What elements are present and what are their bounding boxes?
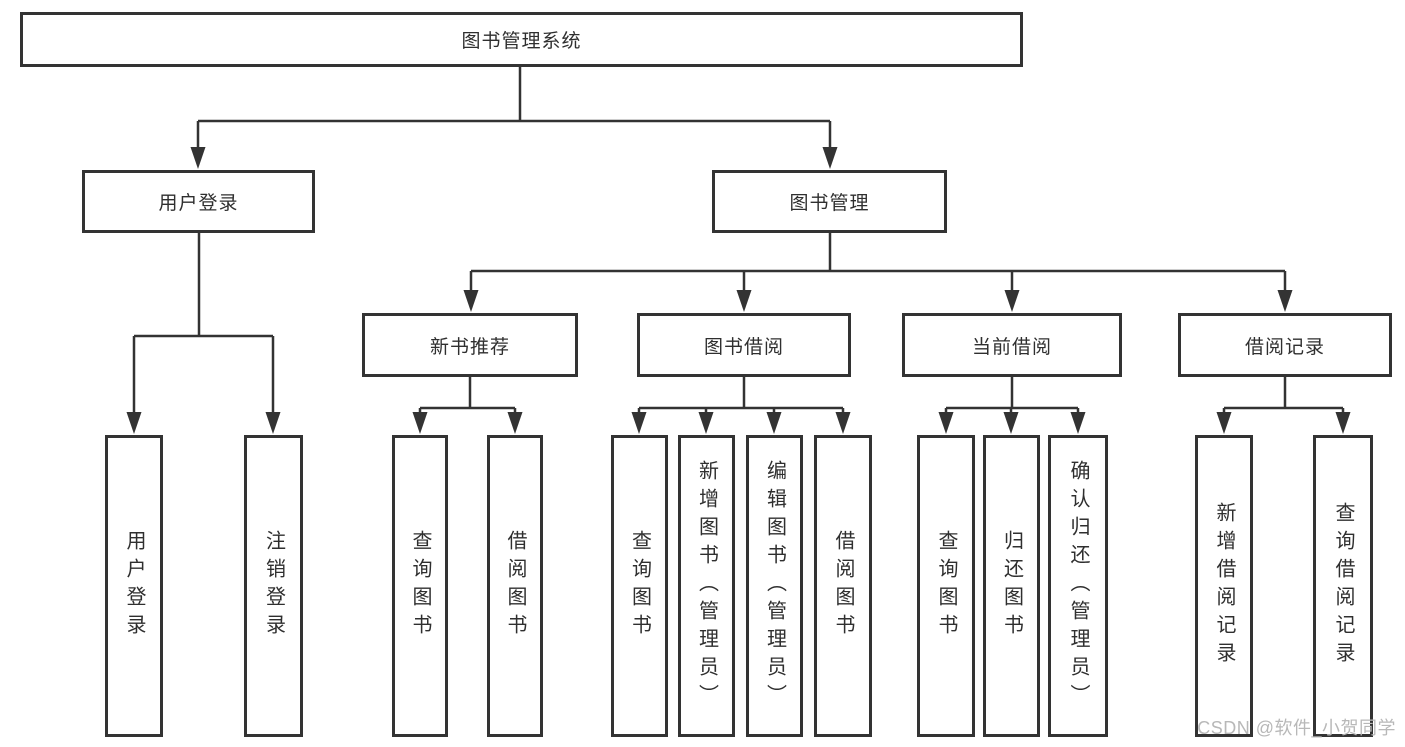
connector-book-mgmt	[469, 233, 1287, 293]
leaf-newbook-query-books: 查询图书	[392, 435, 448, 737]
leaf-current-query-books: 查询图书	[917, 435, 975, 737]
node-book-management: 图书管理	[712, 170, 947, 233]
arrowhead	[938, 412, 954, 434]
arrowhead	[631, 412, 647, 434]
connector-current-borrow	[944, 377, 1080, 416]
leaf-label: 新增借阅记录	[1213, 502, 1235, 670]
connector-new-book-rec	[418, 377, 517, 416]
leaf-label: 借阅图书	[504, 530, 526, 642]
csdn-watermark: CSDN @软件_小贺同学	[1197, 718, 1396, 738]
leaf-label: 用户登录	[123, 530, 145, 642]
arrowhead	[835, 412, 851, 434]
node-label: 用户登录	[158, 193, 239, 214]
node-book-management-system: 图书管理系统	[20, 12, 1023, 67]
node-book-borrowing: 图书借阅	[637, 313, 851, 377]
arrowhead	[1004, 290, 1020, 312]
leaf-label: 查询图书	[935, 530, 957, 642]
node-label: 当前借阅	[971, 336, 1052, 358]
node-user-login: 用户登录	[82, 170, 315, 233]
node-current-borrowing: 当前借阅	[902, 313, 1122, 377]
arrowhead	[463, 290, 479, 312]
leaf-current-confirm-return-admin: 确认归还（管理员）	[1048, 435, 1108, 737]
node-label: 新书推荐	[429, 336, 510, 358]
leaf-borrow-borrow-books: 借阅图书	[814, 435, 872, 737]
arrowhead	[1277, 290, 1293, 312]
arrowhead	[822, 147, 838, 169]
arrowhead	[412, 412, 428, 434]
leaf-logout: 注销登录	[244, 435, 303, 737]
node-label: 图书管理系统	[461, 31, 582, 52]
connector-root	[196, 67, 832, 150]
arrowhead	[1216, 412, 1232, 434]
leaf-label: 借阅图书	[832, 530, 854, 642]
leaf-current-return-books: 归还图书	[983, 435, 1040, 737]
arrowhead	[190, 147, 206, 169]
leaf-user-login: 用户登录	[105, 435, 163, 737]
leaf-label: 注销登录	[262, 530, 285, 642]
arrowhead	[265, 412, 281, 434]
connector-book-borrow	[637, 377, 845, 416]
connector-borrow-record	[1222, 377, 1345, 416]
arrowhead	[1335, 412, 1351, 434]
leaf-borrow-query-books: 查询图书	[611, 435, 668, 737]
leaf-label: 新增图书（管理员）	[695, 460, 718, 712]
leaf-newbook-borrow-books: 借阅图书	[487, 435, 543, 737]
leaf-label: 查询图书	[628, 530, 651, 642]
node-label: 借阅记录	[1244, 336, 1325, 358]
leaf-label: 归还图书	[1000, 530, 1023, 642]
leaf-label: 编辑图书（管理员）	[763, 460, 786, 712]
arrowhead	[126, 412, 142, 434]
node-label: 图书管理	[789, 193, 870, 214]
arrowhead	[1070, 412, 1086, 434]
leaf-borrow-add-books-admin: 新增图书（管理员）	[678, 435, 735, 737]
node-new-book-recommendation: 新书推荐	[362, 313, 578, 377]
leaf-label: 确认归还（管理员）	[1067, 460, 1089, 712]
leaf-record-query-borrow-record: 查询借阅记录	[1313, 435, 1373, 737]
connector-user-login	[132, 233, 275, 416]
leaf-label: 查询图书	[409, 530, 431, 642]
node-label: 图书借阅	[703, 336, 784, 358]
arrowhead	[766, 412, 782, 434]
arrowhead	[736, 290, 752, 312]
node-borrowing-records: 借阅记录	[1178, 313, 1392, 377]
leaf-label: 查询借阅记录	[1332, 502, 1354, 670]
leaf-borrow-edit-books-admin: 编辑图书（管理员）	[746, 435, 803, 737]
arrowhead	[507, 412, 523, 434]
leaf-record-add-borrow-record: 新增借阅记录	[1195, 435, 1253, 737]
arrowhead	[1003, 412, 1019, 434]
arrowhead	[698, 412, 714, 434]
